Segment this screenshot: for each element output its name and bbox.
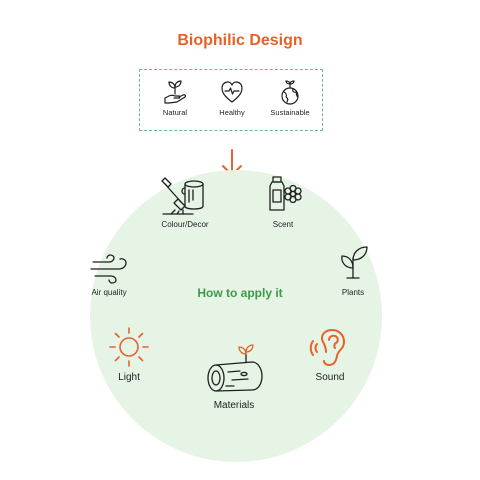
center-label: How to apply it <box>197 286 283 300</box>
principle-label: Sustainable <box>270 108 310 117</box>
scent-bottle-icon <box>269 176 302 211</box>
principle-label: Natural <box>162 108 188 117</box>
plant-sprout-icon <box>341 246 368 279</box>
method-plants: Plants <box>328 242 378 297</box>
method-label: Colour/Decor <box>161 220 209 229</box>
method-materials: Materials <box>196 342 272 411</box>
principle-natural: Natural <box>145 78 205 117</box>
method-scent: Scent <box>256 174 310 229</box>
method-sound: Sound <box>304 328 356 383</box>
method-light: Light <box>104 326 154 383</box>
method-label: Air quality <box>91 288 127 297</box>
method-label: Sound <box>315 372 345 383</box>
principle-sustainable: Sustainable <box>260 78 320 117</box>
principle-healthy: Healthy <box>202 78 262 117</box>
hand-plant-icon <box>164 80 186 104</box>
method-colour-decor: Colour/Decor <box>143 176 227 229</box>
principles-box: Natural Healthy Sustainable <box>139 69 323 131</box>
method-label: Scent <box>272 220 294 229</box>
ear-sound-icon <box>309 329 345 366</box>
principle-label: Healthy <box>219 108 245 117</box>
wind-icon <box>90 254 127 284</box>
method-air-quality: Air quality <box>80 254 138 297</box>
methods-circle <box>90 170 382 462</box>
method-label: Materials <box>213 400 255 411</box>
wood-log-icon <box>207 344 263 392</box>
method-label: Plants <box>341 288 365 297</box>
globe-sprout-icon <box>281 80 299 105</box>
paint-can-brush-icon <box>161 177 204 215</box>
method-label: Light <box>118 372 140 383</box>
diagram-title: Biophilic Design <box>177 32 303 49</box>
sun-icon <box>109 327 149 367</box>
heart-pulse-icon <box>221 81 243 103</box>
